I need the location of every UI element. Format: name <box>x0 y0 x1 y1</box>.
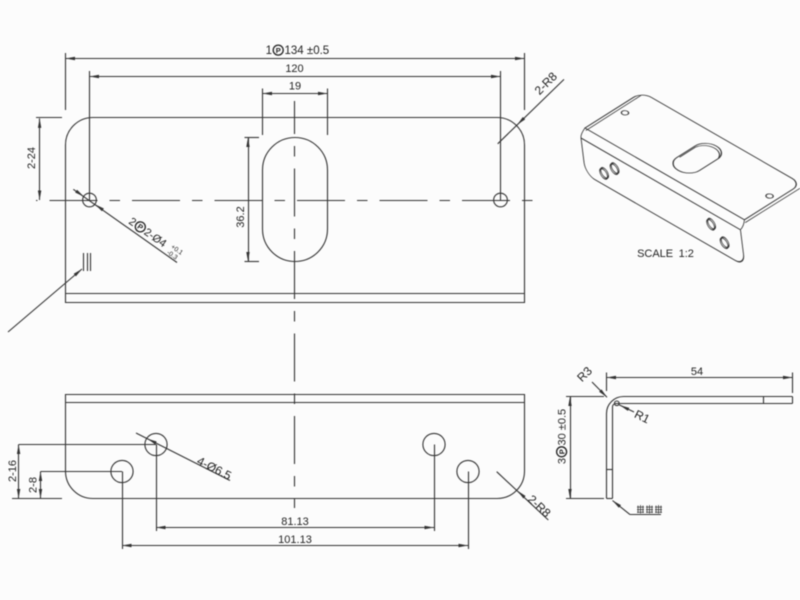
svg-text:101.13: 101.13 <box>278 534 312 546</box>
svg-text:36.2: 36.2 <box>235 206 247 227</box>
svg-text:P: P <box>276 46 281 55</box>
svg-text:4-Ø6.5: 4-Ø6.5 <box>195 454 234 483</box>
svg-text:3: 3 <box>557 458 569 464</box>
svg-text:81.13: 81.13 <box>281 516 309 528</box>
svg-text:54: 54 <box>691 366 703 378</box>
svg-text:120: 120 <box>285 63 303 75</box>
svg-text:SCALE 1:2: SCALE 1:2 <box>637 248 694 260</box>
svg-text:2-R8: 2-R8 <box>525 492 554 520</box>
svg-text:2-8: 2-8 <box>28 477 40 493</box>
svg-text:2-16: 2-16 <box>7 460 19 482</box>
svg-text:1: 1 <box>266 45 272 57</box>
svg-text:2-R8: 2-R8 <box>532 69 561 98</box>
svg-text:R1: R1 <box>632 407 652 426</box>
svg-text:P: P <box>557 449 566 454</box>
svg-text:134 ±0.5: 134 ±0.5 <box>285 45 330 57</box>
svg-text:2-24: 2-24 <box>26 147 38 169</box>
svg-text:2: 2 <box>126 216 138 229</box>
svg-text:R3: R3 <box>574 364 595 385</box>
svg-text:P: P <box>136 222 145 232</box>
svg-text:30 ±0.5: 30 ±0.5 <box>557 409 569 446</box>
svg-text:19: 19 <box>289 81 301 93</box>
